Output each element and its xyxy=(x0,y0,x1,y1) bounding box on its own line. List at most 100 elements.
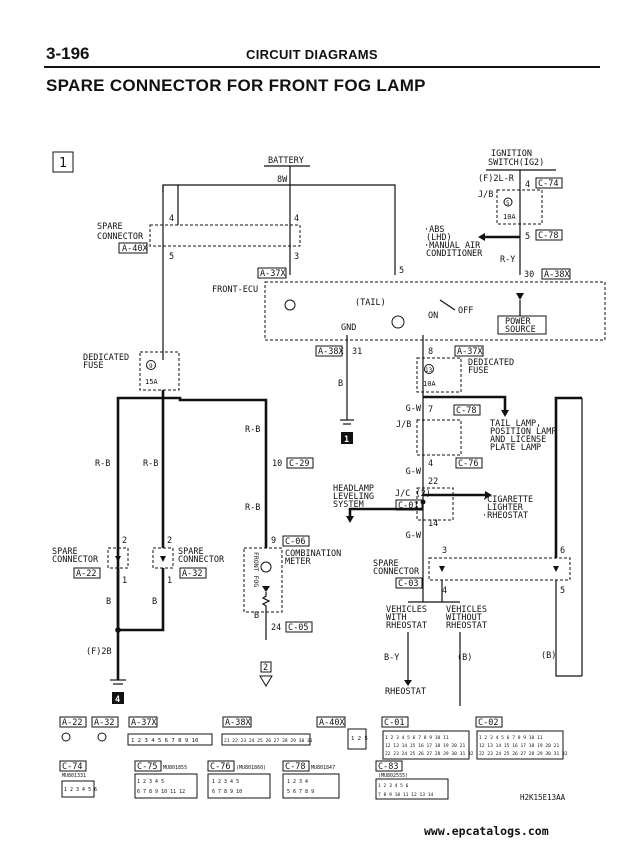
pin-31: 31 xyxy=(352,347,362,357)
conn-a38x-2: A-38X xyxy=(318,347,344,357)
battery-distribution xyxy=(162,184,396,275)
conn-c06-tag xyxy=(282,535,310,547)
legend-a37x-tag xyxy=(128,716,158,728)
abs-label-3: ·MANUAL AIR xyxy=(424,241,481,251)
conn-c06: C-06 xyxy=(285,537,305,547)
conn-c03: C-03 xyxy=(398,579,418,589)
conn-c29: C-29 xyxy=(289,459,309,469)
meter-diode xyxy=(262,586,270,592)
jc2-splice xyxy=(420,499,426,505)
legend-c76-pins-b: 6 7 8 9 10 xyxy=(212,789,242,795)
fog-indicator-icon xyxy=(260,561,272,573)
legend-c76-tag xyxy=(207,760,235,772)
page-number: 3-196 xyxy=(46,44,90,63)
legend-c76-pins-a: 1 2 3 4 5 xyxy=(212,779,239,785)
jc2-box xyxy=(416,487,454,521)
conn-c74-tag xyxy=(535,177,563,189)
legend-c01-body xyxy=(382,730,470,760)
legend-c83: C-83 xyxy=(378,762,398,772)
wire-b-cm: B xyxy=(254,611,259,621)
pin-5: 5 xyxy=(525,232,530,242)
conn-c76: C-76 xyxy=(458,459,478,469)
legend-c78-body xyxy=(282,773,340,799)
legend-a32-tag xyxy=(91,716,119,728)
pin-9: 9 xyxy=(271,536,276,546)
jc2-label: J/C (2) xyxy=(395,489,431,499)
abs-label-1: ·ABS xyxy=(424,225,444,235)
combination-meter-box xyxy=(243,547,283,613)
meter-resistor xyxy=(261,592,271,640)
ground-2: 2 xyxy=(263,663,268,673)
veh-with-2: WITH xyxy=(386,613,406,623)
spare-a32-pin xyxy=(160,556,166,562)
right-return-wire xyxy=(554,396,582,558)
pin-3b: 3 xyxy=(294,252,299,262)
legend-c02-body xyxy=(476,730,564,760)
wire-by: B-Y xyxy=(384,653,399,663)
fuse9-marker xyxy=(146,360,156,370)
legend-c74-body xyxy=(61,780,95,798)
legend-c78-part: MU801847 xyxy=(311,765,335,771)
legend-c75: C-75 xyxy=(137,762,157,772)
legend-c78-tag xyxy=(282,760,310,772)
wire-b-paren1: (B) xyxy=(457,653,472,663)
spare-m-1: SPARE xyxy=(178,547,204,557)
jb1-label: J/B xyxy=(478,190,493,200)
dedicated-fuse-l-2: FUSE xyxy=(83,361,103,371)
page-title: SPARE CONNECTOR FOR FRONT FOG LAMP xyxy=(46,76,426,95)
cig-2: LIGHTER xyxy=(487,503,524,513)
wire-gw3: G-W xyxy=(406,531,422,541)
conn-c76-tag xyxy=(455,457,483,469)
conn-a22-tag xyxy=(73,567,101,579)
pin-14: 14 xyxy=(428,519,438,529)
front-ecu-label: FRONT-ECU xyxy=(212,285,258,295)
legend-c02-pins-b: 12 13 14 15 16 17 18 19 20 21 xyxy=(479,743,559,749)
veh-without-2: WITHOUT xyxy=(446,613,482,623)
spare-l-1: SPARE xyxy=(52,547,78,557)
pin-10: 10 xyxy=(272,459,282,469)
fuse5-num: 5 xyxy=(506,200,510,207)
section-title: CIRCUIT DIAGRAMS xyxy=(246,47,378,62)
legend-c74-pins: 1 2 3 4 5 6 xyxy=(64,787,97,793)
pin-2b: 2 xyxy=(167,536,172,546)
ecu-diode xyxy=(516,293,524,300)
cigarette-arrow xyxy=(485,491,492,499)
tail-lamp-2: POSITION LAMP xyxy=(490,427,557,437)
conn-a37x-2: A-37X xyxy=(457,347,483,357)
dedicated-fuse-r-2: FUSE xyxy=(468,366,488,376)
fuse13-amp: 10A xyxy=(423,380,436,388)
abs-label-4: CONDITIONER xyxy=(426,249,483,259)
headlamp-3: SYSTEM xyxy=(333,500,364,510)
pin-4b: 4 xyxy=(294,214,299,224)
power-source-box xyxy=(497,315,547,335)
spare-l-2: CONNECTOR xyxy=(52,555,99,565)
fuse9-left-wire xyxy=(116,390,165,630)
pin-7: 7 xyxy=(428,405,433,415)
ground-4-tag xyxy=(112,692,124,704)
conn-c03-tag xyxy=(395,577,423,589)
connector-legend: A-22 A-32 A-37X A-38X A-40X C-01 C-02 1 … xyxy=(59,716,568,800)
legend-a38x-pins-a: 21 22 23 24 25 26 27 28 29 30 31 xyxy=(224,738,313,744)
legend-c76-body xyxy=(207,773,271,799)
conn-c05: C-05 xyxy=(288,623,308,633)
pin-4d: 4 xyxy=(442,586,447,596)
conn-c01: C-01 xyxy=(398,501,418,511)
legend-a37x-pins: 1 2 3 4 5 6 7 8 9 10 xyxy=(131,738,198,744)
wire-b-paren2: (B) xyxy=(541,651,556,661)
jb2-label: J/B xyxy=(396,420,411,430)
pin-5c: 5 xyxy=(560,586,565,596)
off-label: OFF xyxy=(458,306,473,316)
legend-a37x: A-37X xyxy=(131,718,157,728)
legend-c78-pins-a: 1 2 3 4 xyxy=(287,779,308,785)
ground-2-symbol xyxy=(259,675,273,687)
dedicated-fuse-r-1: DEDICATED xyxy=(468,358,514,368)
spare-a32-out xyxy=(118,568,165,632)
conn-c74: C-74 xyxy=(538,179,558,189)
conn-a38x-tag-1 xyxy=(541,268,571,280)
pin-2a: 2 xyxy=(122,536,127,546)
veh-without-3: RHEOSTAT xyxy=(446,621,487,631)
frame-number-box xyxy=(52,151,74,173)
tail-switch xyxy=(439,299,456,311)
legend-c74-tag xyxy=(59,760,87,772)
legend-c83-pins-a: 1 2 3 4 5 6 xyxy=(378,783,409,789)
